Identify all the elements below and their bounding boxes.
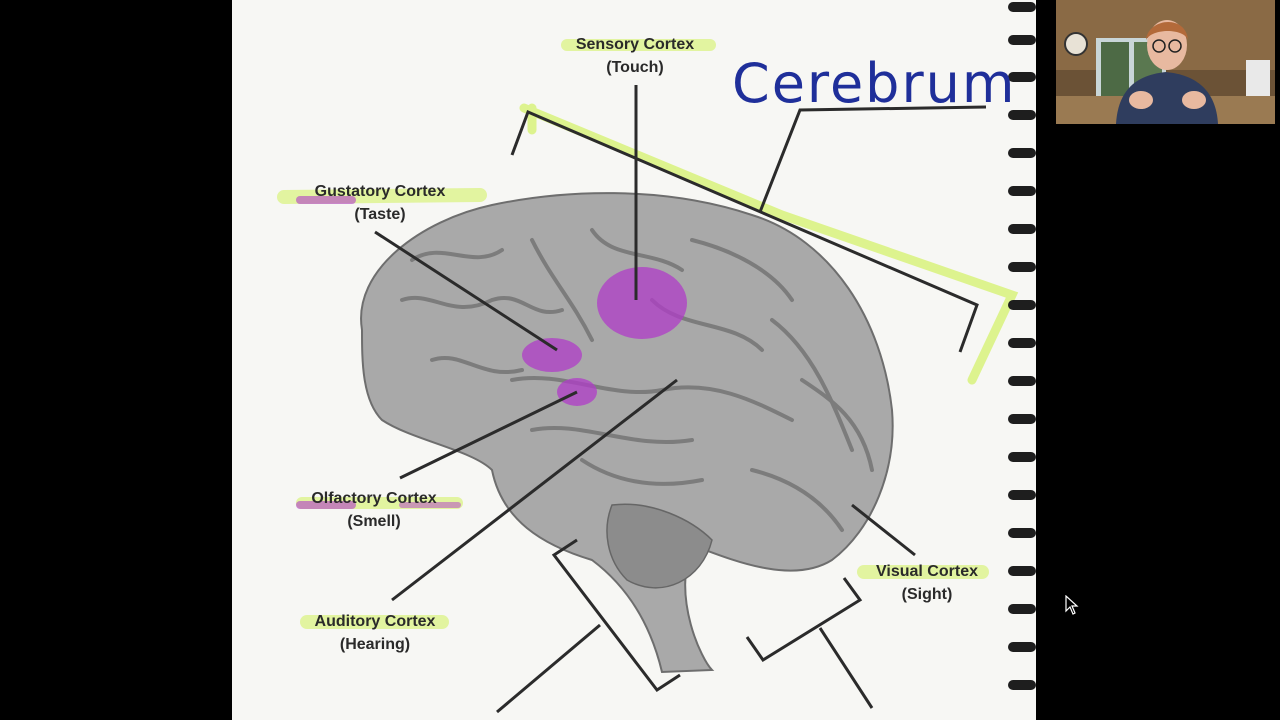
label-auditory-cortex: Auditory Cortex (Hearing) [300,610,450,656]
label-auditory-name: Auditory Cortex [314,613,436,630]
label-olfactory-name: Olfactory Cortex [311,490,437,507]
brain-illustration [360,192,894,674]
label-olfactory-cortex: Olfactory Cortex (Smell) [292,487,456,533]
label-sensory-cortex: Sensory Cortex (Touch) [557,33,713,79]
presenter-video [1056,0,1275,124]
highlight-strokes [277,39,1019,629]
notebook-page: Cerebrum Sensory Cortex (Touch) Gustator… [232,0,1036,720]
brain-diagram [277,2,1036,714]
label-auditory-sub: (Hearing) [339,636,411,653]
label-gustatory-sub: (Taste) [354,206,406,223]
label-visual-name: Visual Cortex [876,563,978,580]
label-visual-sub: (Sight) [901,586,953,603]
label-olfactory-sub: (Smell) [347,513,401,530]
label-sensory-name: Sensory Cortex [575,36,695,53]
label-gustatory-name: Gustatory Cortex [314,183,446,200]
leader-lines [374,85,987,714]
mouse-pointer-icon [1065,595,1079,615]
label-visual-cortex: Visual Cortex (Sight) [860,560,994,606]
handwritten-title: Cerebrum [732,52,1017,115]
label-gustatory-cortex: Gustatory Cortex (Taste) [292,180,468,226]
spiral-binding [1008,2,1036,690]
webcam-feed [1056,0,1275,124]
label-sensory-sub: (Touch) [606,59,664,76]
